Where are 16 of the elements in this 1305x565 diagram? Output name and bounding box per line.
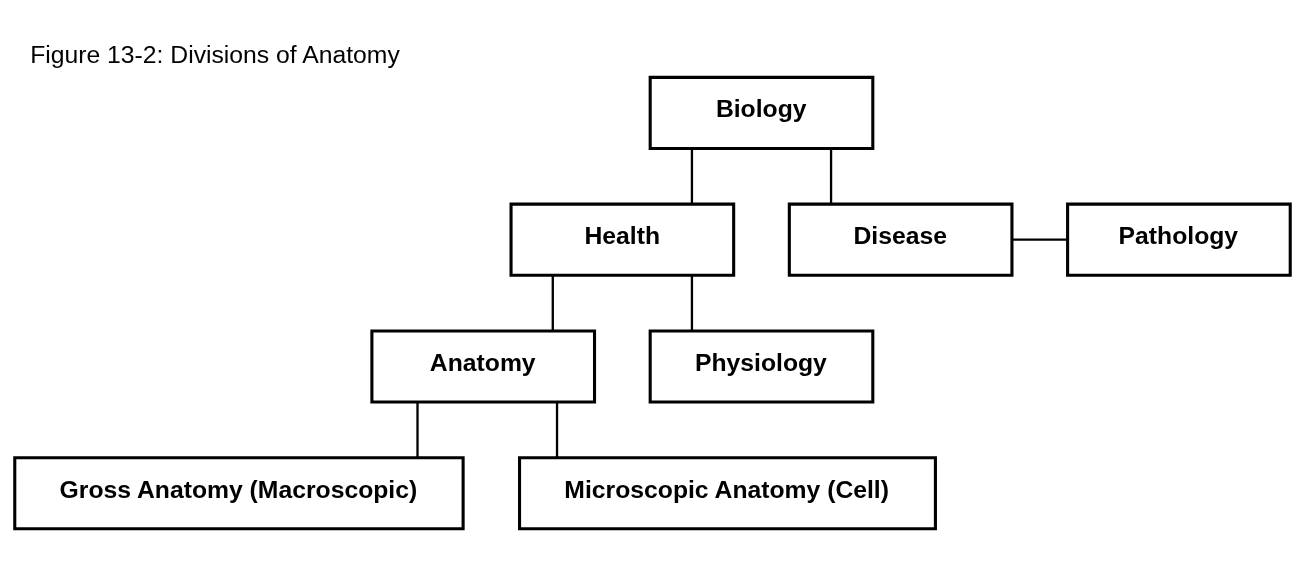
node-box: Microscopic Anatomy (Cell) <box>518 455 937 530</box>
node-box: Pathology <box>1066 202 1292 277</box>
connector <box>551 275 554 331</box>
node-box: Disease <box>787 202 1014 277</box>
node-box: Health <box>509 202 736 277</box>
node-box: Gross Anatomy (Macroscopic) <box>13 455 465 530</box>
node-box: Biology <box>648 75 875 150</box>
connector <box>690 148 694 204</box>
connector <box>555 402 559 458</box>
connector <box>416 402 419 458</box>
diagram-title: Figure 13-2: Divisions of Anatomy <box>30 40 400 68</box>
node-box: Physiology <box>648 328 875 404</box>
connector <box>690 275 694 331</box>
node-box: Anatomy <box>370 328 597 404</box>
connector <box>829 148 833 204</box>
connector <box>1012 238 1068 241</box>
